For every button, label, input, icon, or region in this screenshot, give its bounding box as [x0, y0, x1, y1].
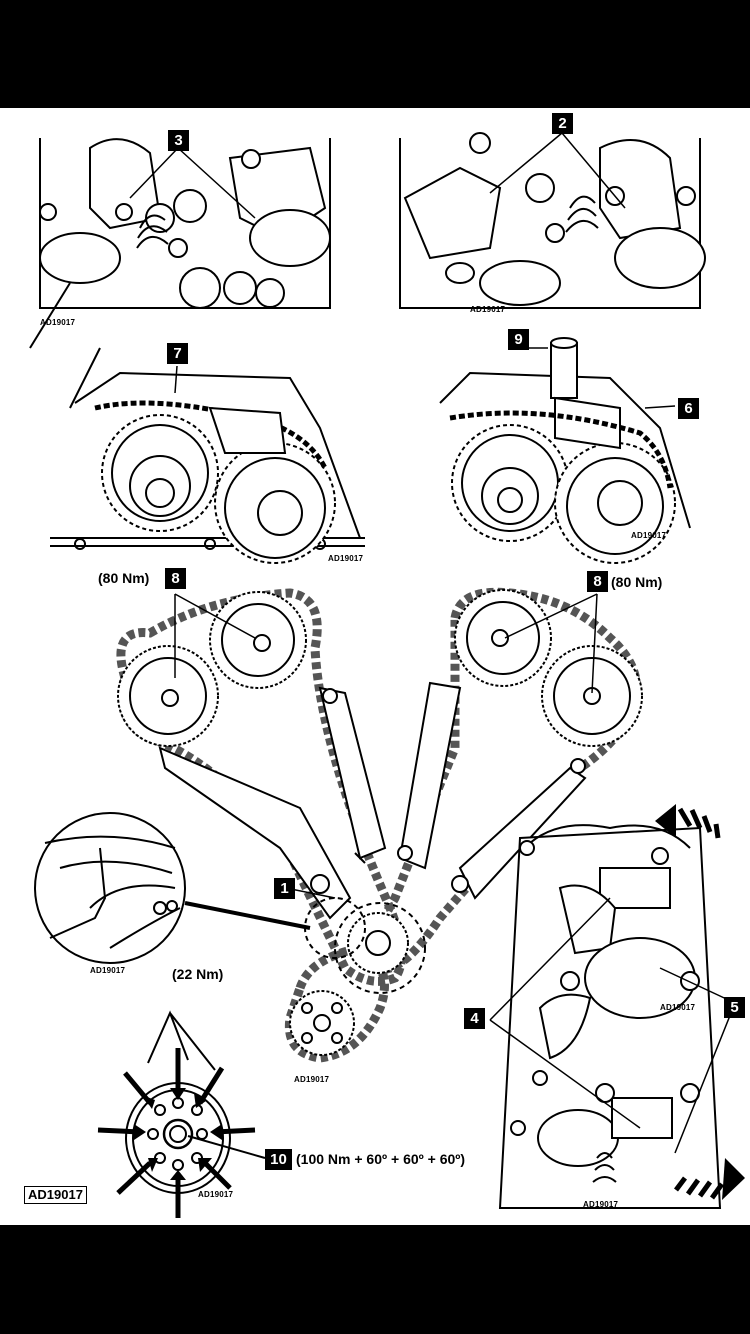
image-ref-top-left: AD19017 — [40, 318, 76, 327]
image-ref-mid-right: AD19017 — [631, 531, 667, 540]
callout-10: 10 — [265, 1149, 292, 1170]
torque-crank-bolt: (100 Nm + 60º + 60º + 60º) — [296, 1151, 466, 1167]
panel-mid-left-cams — [50, 371, 365, 564]
image-ref-bottom-right-upper: AD19017 — [660, 1003, 696, 1012]
callout-5: 5 — [724, 997, 745, 1018]
image-ref-bottom-right: AD19017 — [583, 1200, 619, 1209]
callout-8-left: 8 — [165, 568, 186, 589]
callout-9: 9 — [508, 329, 529, 350]
rotation-arrows — [655, 804, 745, 1200]
torque-damper-bolts: (22 Nm) — [172, 966, 224, 982]
panel-top-right-head — [399, 132, 706, 309]
image-ref-top-right: AD19017 — [470, 305, 506, 314]
image-ref-chain: AD19017 — [294, 1075, 330, 1084]
callout-8-right: 8 — [587, 571, 608, 592]
main-chain-diagram — [116, 587, 643, 1063]
detail-inset — [34, 812, 311, 964]
panel-top-left-head — [29, 138, 331, 409]
panel-bottom-right-head — [498, 824, 722, 1209]
torque-cam-left: (80 Nm) — [98, 570, 150, 586]
callout-7: 7 — [167, 343, 188, 364]
leader-lines — [129, 132, 736, 1154]
callout-6: 6 — [678, 398, 699, 419]
callout-4: 4 — [464, 1008, 485, 1029]
callout-3: 3 — [168, 130, 189, 151]
callout-1: 1 — [274, 878, 295, 899]
diagram-sheet: 3 2 7 9 6 8 8 1 4 5 10 (80 Nm) (80 Nm) (… — [0, 108, 750, 1225]
crank-damper — [97, 1010, 266, 1218]
torque-cam-right: (80 Nm) — [611, 574, 663, 590]
image-ref-main-box: AD19017 — [24, 1186, 87, 1204]
image-ref-mid-left: AD19017 — [328, 554, 364, 563]
image-ref-damper: AD19017 — [198, 1190, 234, 1199]
image-ref-inset: AD19017 — [90, 966, 126, 975]
timing-chain-artwork — [29, 132, 745, 1218]
callout-2: 2 — [552, 113, 573, 134]
panel-mid-right-cams — [439, 337, 691, 564]
